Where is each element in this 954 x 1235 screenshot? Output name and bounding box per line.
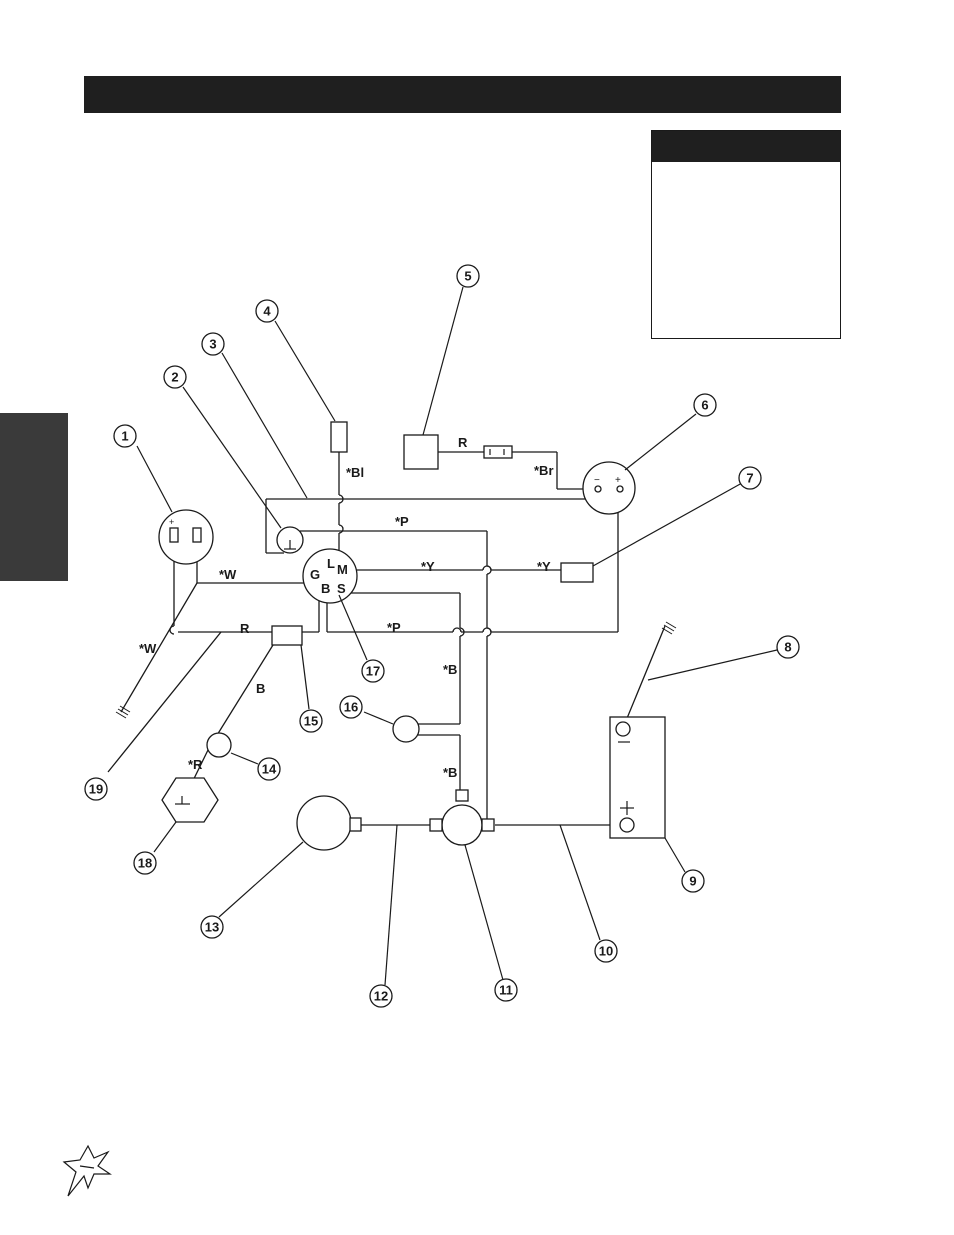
component-6 xyxy=(582,461,636,515)
ammeter-plus: + xyxy=(615,475,621,486)
label-b-lower: *B xyxy=(443,765,457,780)
component-16 xyxy=(392,715,420,743)
component-13 xyxy=(296,795,352,851)
callout-circle xyxy=(494,978,518,1002)
label-w-low: *W xyxy=(139,641,157,656)
inline-fuse xyxy=(483,445,513,459)
callout-circle xyxy=(163,365,187,389)
component-15 xyxy=(271,625,303,646)
legend-box xyxy=(651,130,841,339)
callout-number: 10 xyxy=(599,944,613,959)
callout-number: 4 xyxy=(263,304,271,319)
callout-number: 13 xyxy=(205,920,219,935)
ground-icon xyxy=(115,621,677,719)
callout-number: 17 xyxy=(366,664,380,679)
callout-circle xyxy=(456,264,480,288)
component-4 xyxy=(330,421,348,453)
callout-circle xyxy=(776,635,800,659)
label-y-right: *Y xyxy=(537,559,551,574)
component-11 xyxy=(441,804,483,846)
callout-number: 7 xyxy=(746,471,753,486)
callout-circle xyxy=(681,869,705,893)
component-5 xyxy=(403,434,439,470)
callout-number: 16 xyxy=(344,700,358,715)
header-bar xyxy=(84,76,841,113)
terminal-g: G xyxy=(310,567,320,582)
callout-number: 9 xyxy=(689,874,696,889)
label-w-mid: *W xyxy=(219,567,237,582)
callout-number: 8 xyxy=(784,640,791,655)
callout-circle xyxy=(299,709,323,733)
label-r-low: *R xyxy=(188,757,203,772)
component-1 xyxy=(158,509,214,565)
callout-number: 2 xyxy=(171,370,178,385)
callout-circle xyxy=(113,424,137,448)
callout-circle xyxy=(738,466,762,490)
callout-number: 15 xyxy=(304,714,318,729)
callout-number: 6 xyxy=(701,398,708,413)
label-p-mid: *P xyxy=(387,620,401,635)
component-18 xyxy=(161,777,219,823)
callout-circle xyxy=(201,332,225,356)
label-br: *Br xyxy=(534,463,554,478)
callout-number: 5 xyxy=(464,269,471,284)
callout-circle xyxy=(133,851,157,875)
callout-circle xyxy=(693,393,717,417)
callout-circle xyxy=(257,757,281,781)
callout-circle xyxy=(369,984,393,1008)
callout-circle xyxy=(200,915,224,939)
component-7 xyxy=(560,562,594,583)
callout-number: 3 xyxy=(209,337,216,352)
callout-circle xyxy=(339,695,363,719)
legend-header xyxy=(652,131,840,162)
callout-number: 11 xyxy=(499,983,513,998)
callout-number: 1 xyxy=(121,429,128,444)
star-burst-logo-icon xyxy=(62,1144,112,1197)
label-y-left: *Y xyxy=(421,559,435,574)
terminal-l: L xyxy=(327,556,335,571)
terminal-b: B xyxy=(321,581,330,596)
callout-number: 12 xyxy=(374,989,388,1004)
label-bl: *Bl xyxy=(346,465,364,480)
callout-number: 14 xyxy=(262,762,277,777)
component-9-battery xyxy=(609,716,666,839)
ammeter-minus: − xyxy=(594,475,600,486)
callout-circle xyxy=(361,659,385,683)
module-plus: + xyxy=(169,517,174,527)
component-17 xyxy=(302,548,358,604)
section-tab xyxy=(0,413,68,581)
terminal-m: M xyxy=(337,562,348,577)
callout-circle xyxy=(594,939,618,963)
label-b-upper: *B xyxy=(443,662,457,677)
label-r-top: R xyxy=(458,435,468,450)
callout-circle xyxy=(84,777,108,801)
callout-circle xyxy=(255,299,279,323)
terminal-s: S xyxy=(337,581,346,596)
callout-number: 18 xyxy=(138,856,152,871)
component-14 xyxy=(206,732,232,758)
callout-number: 19 xyxy=(89,782,103,797)
label-p-top: *P xyxy=(395,514,409,529)
label-b-left: B xyxy=(256,681,265,696)
label-r-mid: R xyxy=(240,621,250,636)
